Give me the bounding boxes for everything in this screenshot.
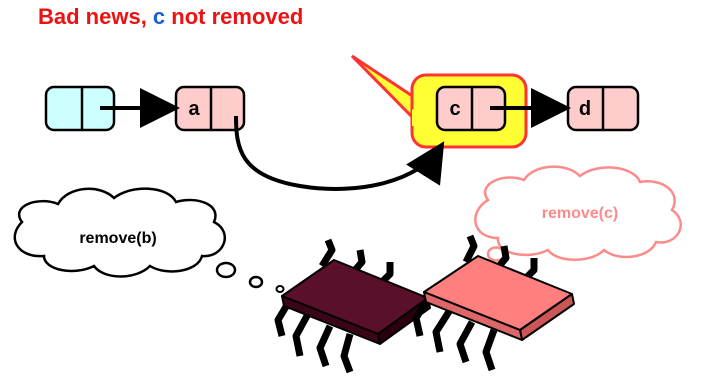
thought-bubble-dot: [215, 261, 237, 279]
list-node-a: a: [174, 85, 246, 132]
node-d-label: d: [579, 98, 591, 120]
thought-right-text: remove(c): [542, 205, 618, 222]
thought-cloud-right: remove(c): [462, 165, 682, 272]
callout-title: Bad news, c not removed: [38, 4, 303, 30]
node-c-label: c: [449, 98, 460, 120]
thought-bubble-dot: [248, 275, 264, 289]
thought-left-text: remove(b): [79, 230, 156, 247]
thought-cloud-left: remove(b): [13, 187, 285, 293]
node-a-label: a: [188, 98, 200, 120]
list-node-d: d: [566, 85, 640, 132]
callout-highlight: c: [152, 4, 166, 29]
callout-suffix: not removed: [165, 4, 304, 29]
pointer-arrow-a-to-c: [234, 115, 445, 191]
thought-bubble-dot: [275, 285, 285, 293]
callout-prefix: Bad news,: [38, 4, 153, 29]
processor-bug-icon-left: [274, 238, 431, 374]
processor-bug-icon-right: [412, 234, 575, 372]
